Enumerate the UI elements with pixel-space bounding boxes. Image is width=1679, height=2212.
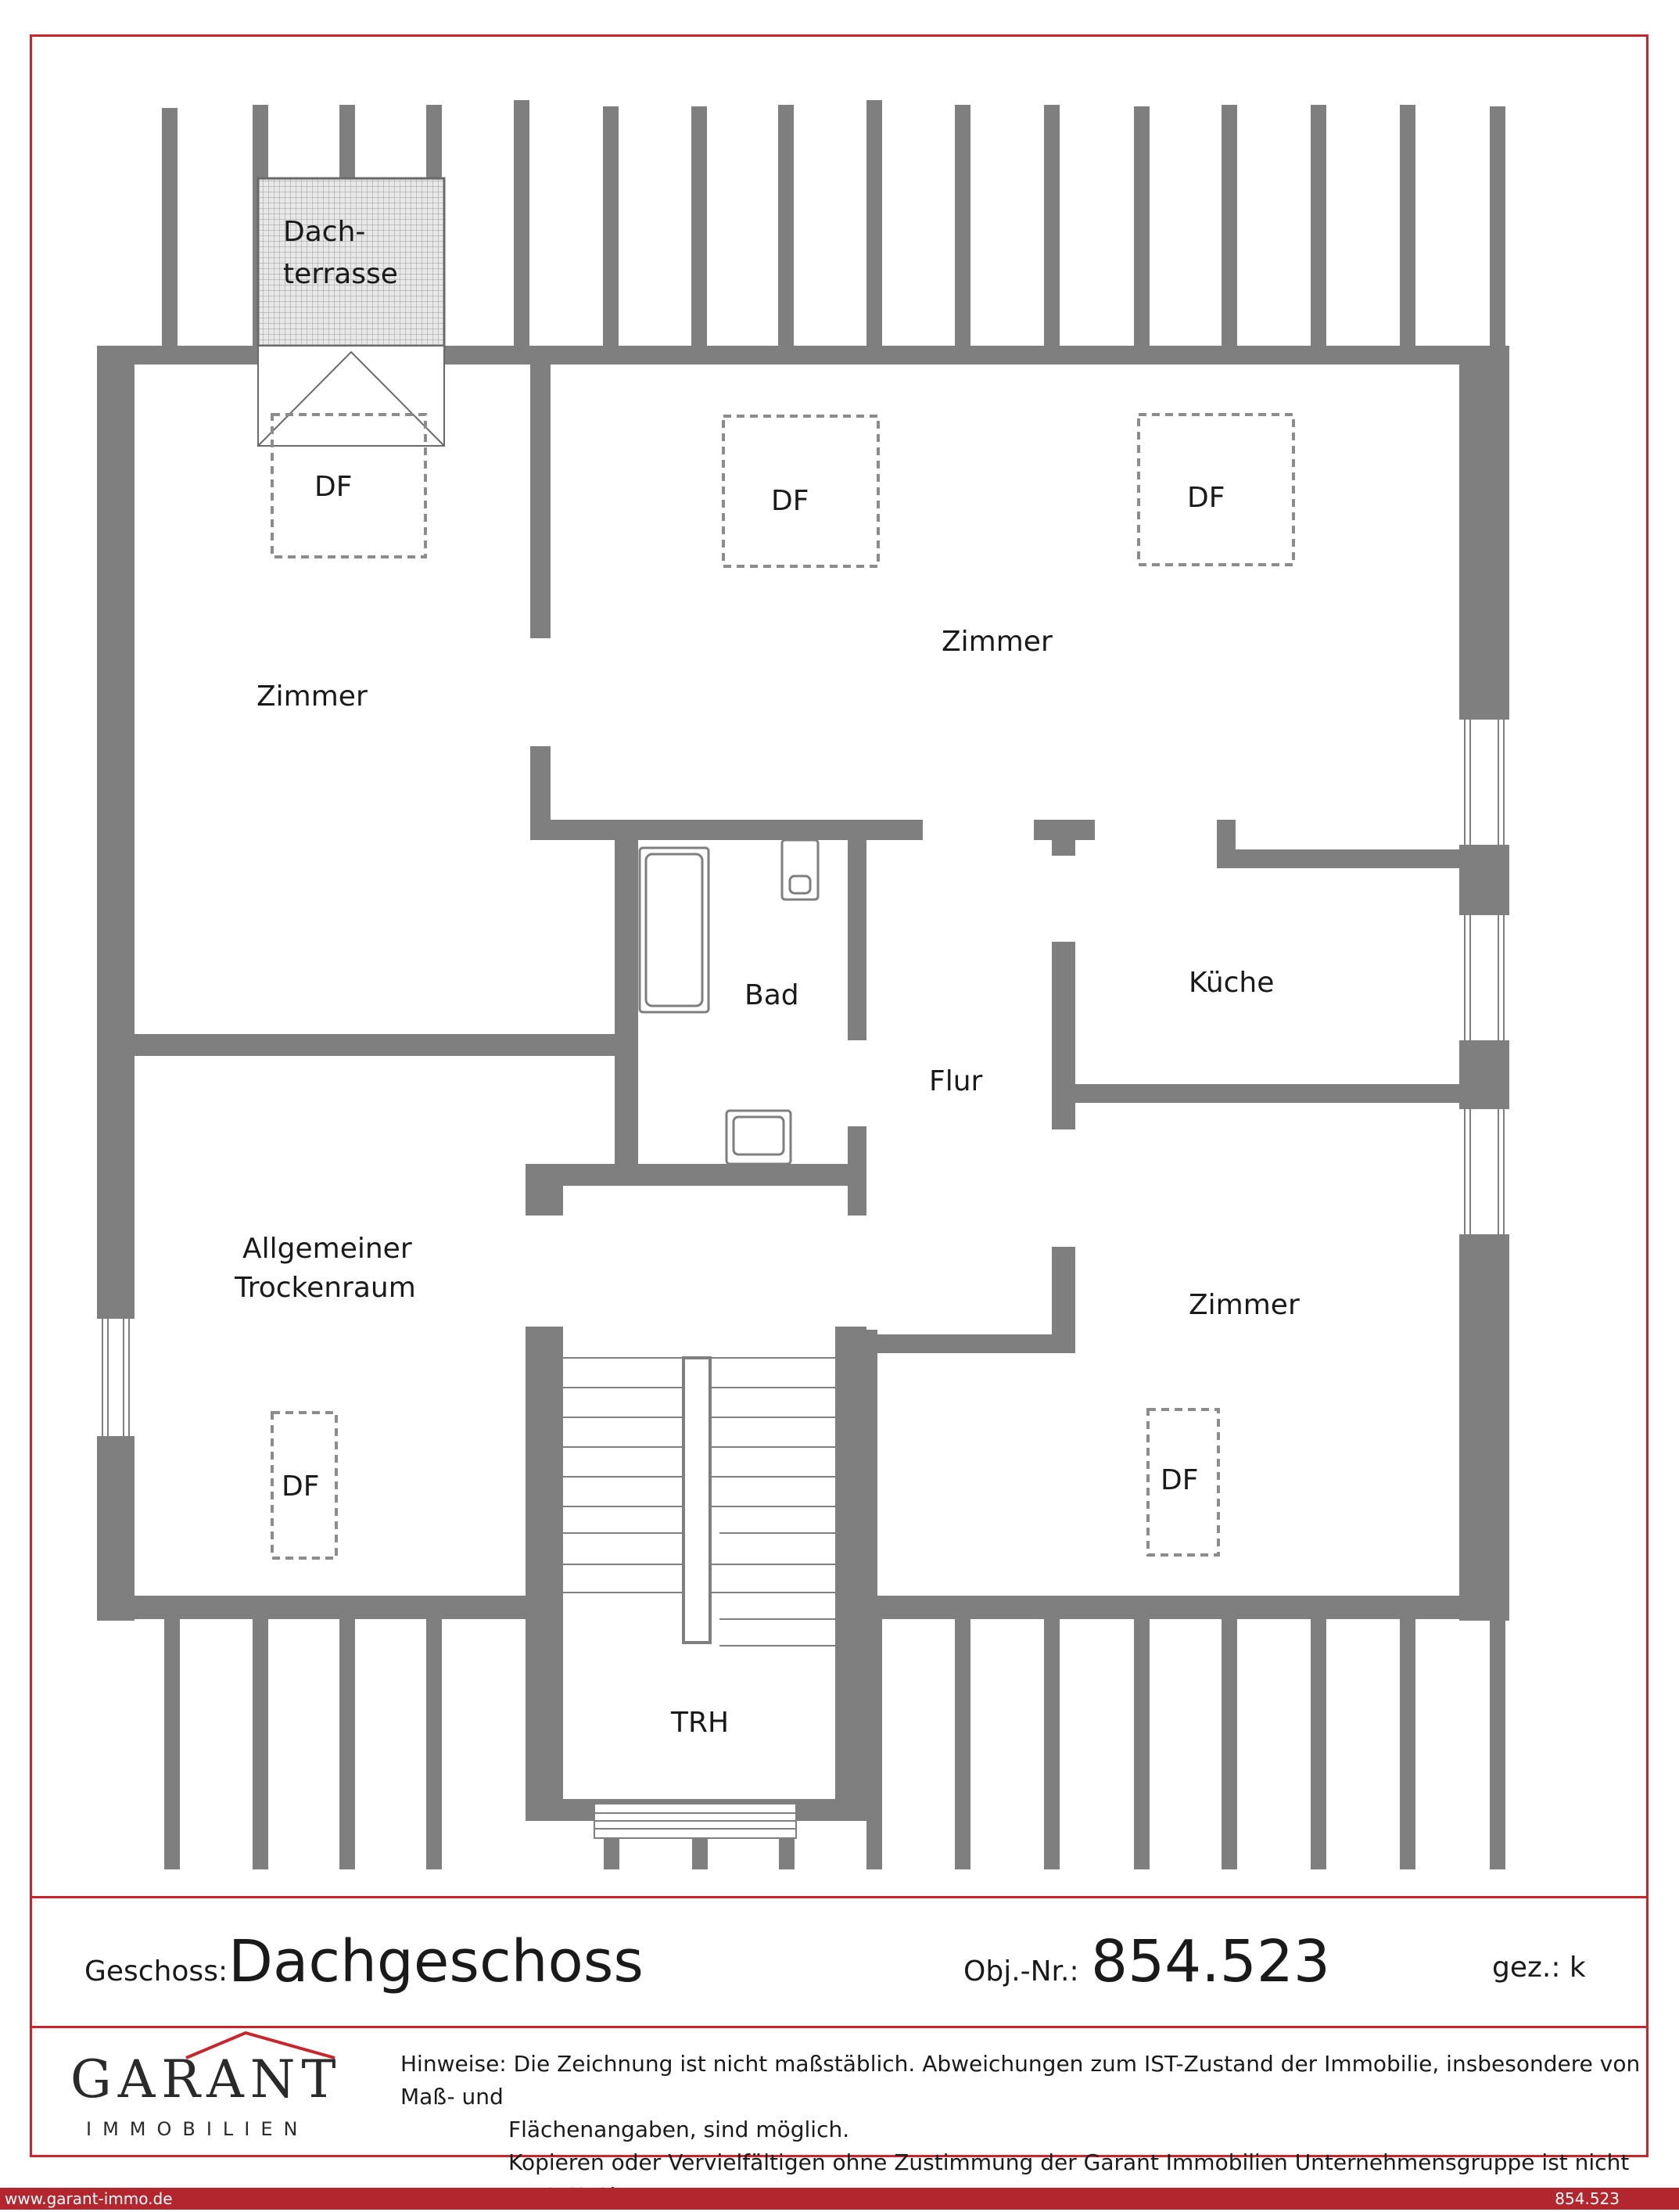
notes-prefix: Hinweise: [400, 2051, 507, 2077]
skylight-label-2: DF [771, 485, 809, 517]
windows-east [1459, 720, 1509, 1234]
info-rule [30, 2026, 1649, 2028]
notes-line-2: Flächenangaben, sind möglich. [508, 2117, 850, 2142]
website-link[interactable]: www.garant-immo.de [5, 2189, 173, 2208]
skylight-label-4: DF [282, 1470, 319, 1503]
object-number-value: 854.523 [1091, 1928, 1331, 1995]
geschoss-value: Dachgeschoss [228, 1928, 644, 1995]
roof-terrace: Dach- terrasse [257, 177, 446, 447]
toilet [780, 838, 820, 901]
label-kueche: Küche [1189, 967, 1274, 999]
skylights [271, 413, 1295, 1560]
label-zimmer-south: Zimmer [1189, 1289, 1300, 1321]
label-flur: Flur [929, 1065, 983, 1097]
exterior-walls [97, 346, 1509, 1621]
label-dachterrasse-2: terrasse [283, 258, 398, 290]
staircase [563, 1356, 835, 1646]
label-trockenraum-1: Allgemeiner [242, 1233, 412, 1265]
skylight-label-5: DF [1161, 1464, 1198, 1496]
geschoss-label: Geschoss: [84, 1955, 228, 1988]
reference-number: 854.523 [1555, 2189, 1620, 2208]
label-zimmer-west: Zimmer [257, 680, 368, 713]
logo-subtitle: IMMOBILIEN [86, 2118, 309, 2140]
logo-roof-icon [185, 2031, 335, 2059]
washbasin [725, 1109, 792, 1165]
window-west [97, 1319, 135, 1436]
drawing-frame [30, 34, 1649, 2157]
roof-rafters-top [162, 100, 1505, 347]
skylight-label-1: DF [314, 471, 352, 503]
label-zimmer-north: Zimmer [942, 626, 1053, 658]
roof-rafters-bottom [164, 1611, 1505, 1869]
label-trh: TRH [670, 1707, 729, 1739]
skylight-label-3: DF [1187, 482, 1225, 514]
bottom-bar: www.garant-immo.de 854.523 [0, 2188, 1679, 2210]
object-number-label: Obj.-Nr.: [963, 1955, 1079, 1988]
floor-plan: Dach- terrasse DF DF DF DF DF Zimmer Zim… [97, 100, 1509, 1869]
header-rule [30, 1896, 1649, 1898]
label-trockenraum-2: Trockenraum [234, 1272, 416, 1304]
label-bad: Bad [744, 979, 799, 1011]
notes-line-1: Die Zeichnung ist nicht maßstäblich. Abw… [400, 2051, 1641, 2110]
logo-name: GARANT [70, 2049, 343, 2110]
notes: Hinweise: Die Zeichnung ist nicht maßstä… [400, 2048, 1644, 2212]
drawn-by: gez.: k [1492, 1952, 1586, 1984]
interior-walls [133, 364, 1459, 1821]
entrance-door [594, 1803, 797, 1839]
label-dachterrasse-1: Dach- [283, 216, 365, 248]
bathtub [638, 846, 710, 1014]
